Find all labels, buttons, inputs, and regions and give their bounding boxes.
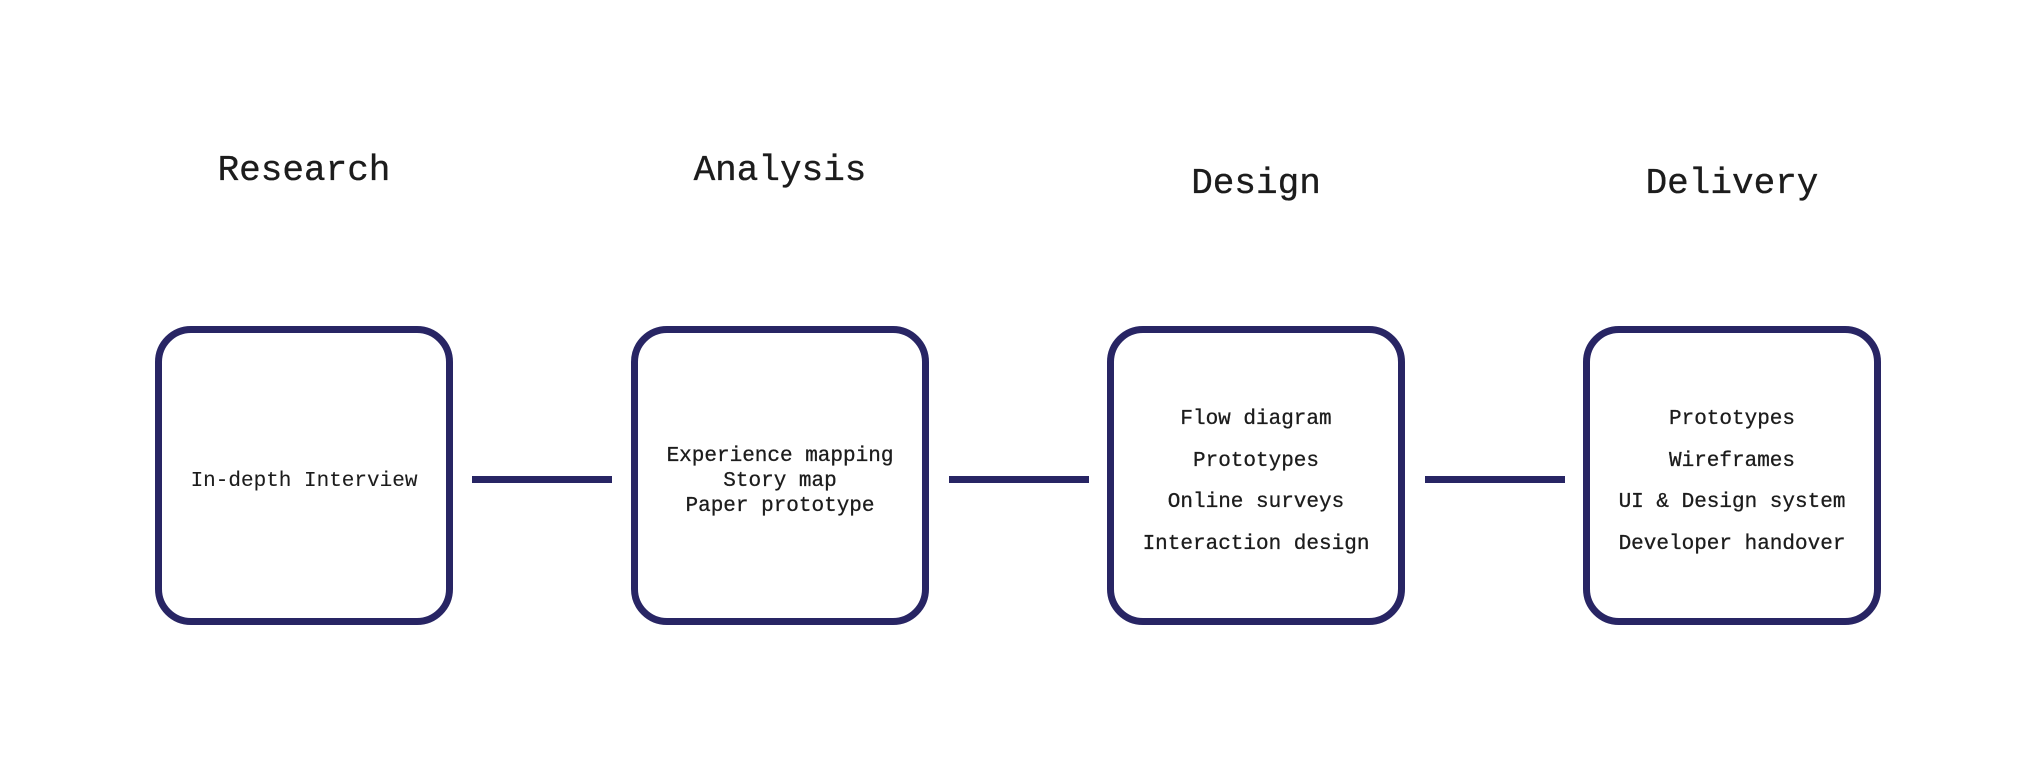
stage-box-research: In-depth Interview <box>155 326 453 625</box>
stage-item: Story map <box>723 470 837 493</box>
stage-item: Prototypes <box>1192 449 1320 473</box>
stage-box-delivery: Prototypes Wireframes UI & Design system… <box>1583 326 1881 625</box>
stage-title-research: Research <box>217 150 391 191</box>
stage-item: Online surveys <box>1167 491 1345 515</box>
stage-item: Wireframes <box>1668 449 1796 473</box>
connector-design-delivery <box>1425 476 1565 483</box>
stage-item: In-depth Interview <box>190 470 418 493</box>
stage-item: Experience mapping <box>666 445 894 468</box>
stage-item: Developer handover <box>1618 533 1846 557</box>
stage-title-analysis: Analysis <box>693 150 867 191</box>
stage-item: UI & Design system <box>1618 491 1846 515</box>
stage-item-list: Flow diagram Prototypes Online surveys I… <box>1107 399 1405 566</box>
stage-item-list: In-depth Interview <box>155 469 453 494</box>
stage-box-design: Flow diagram Prototypes Online surveys I… <box>1107 326 1405 625</box>
stage-title-delivery: Delivery <box>1645 163 1819 204</box>
stage-box-analysis: Experience mapping Story map Paper proto… <box>631 326 929 625</box>
stage-item: Interaction design <box>1142 533 1370 557</box>
stage-item-list: Experience mapping Story map Paper proto… <box>631 444 929 519</box>
stage-title-design: Design <box>1191 163 1321 204</box>
stage-item-list: Prototypes Wireframes UI & Design system… <box>1583 399 1881 566</box>
stage-item: Prototypes <box>1668 408 1796 431</box>
stage-item: Flow diagram <box>1180 408 1332 431</box>
connector-analysis-design <box>949 476 1089 483</box>
connector-research-analysis <box>472 476 612 483</box>
stage-item: Paper prototype <box>685 495 875 518</box>
